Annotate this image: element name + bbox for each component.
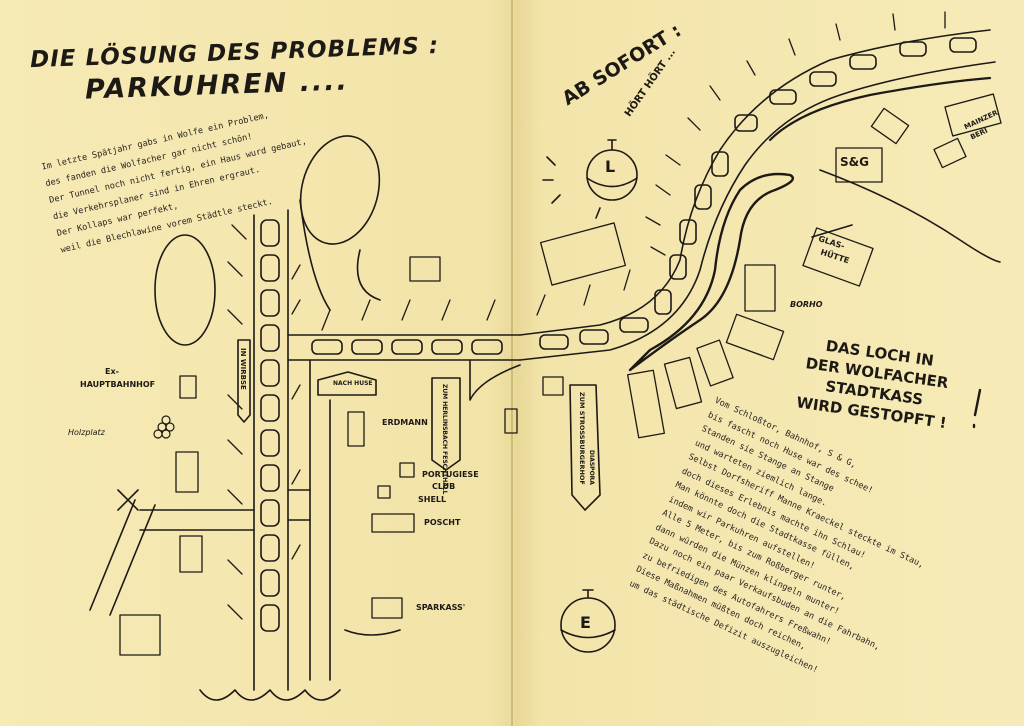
label-nach-huse: NACH HUSE xyxy=(333,380,373,387)
sign-nach-huse xyxy=(317,371,377,396)
tree-cluster-left xyxy=(154,234,216,346)
buildings xyxy=(119,93,1002,656)
bush-row xyxy=(344,629,401,636)
label-club: CLUB xyxy=(432,482,456,491)
label-portugiese: PORTUGIESE xyxy=(422,470,479,479)
forest-lines xyxy=(299,199,381,311)
sign-strossburgerhof xyxy=(569,384,601,511)
tree-cluster-top xyxy=(299,135,381,245)
railway-cross xyxy=(117,489,139,511)
label-holzplatz: Holzplatz xyxy=(68,428,105,437)
parking-meters xyxy=(227,11,946,620)
label-ex: Ex- xyxy=(105,367,119,376)
curve-street xyxy=(469,359,521,401)
bell-upper-letter: L xyxy=(605,157,615,176)
sign-herlinsbach xyxy=(431,377,461,471)
glas-hut-roof xyxy=(811,224,853,238)
label-hauptbahnhof: HAUPTBAHNHOF xyxy=(80,380,156,389)
bell-lower-letter: E xyxy=(580,613,591,632)
exclamation xyxy=(972,388,982,429)
left-street xyxy=(139,509,255,531)
street-bottom-loop xyxy=(199,689,341,701)
label-herlinsbach: ZUM HERLINSBACH FESCHTHALL xyxy=(441,384,448,495)
sign-in-wirbse xyxy=(237,339,251,423)
parked-cars-main xyxy=(260,219,280,632)
label-sg: S&G xyxy=(840,155,869,169)
railway-track xyxy=(89,499,156,616)
label-diaspora: DIASPORA xyxy=(588,450,595,485)
label-shell: SHELL xyxy=(418,495,447,504)
river xyxy=(628,172,795,372)
label-in-wirbse: IN WIRBSE xyxy=(239,348,247,390)
wood-pile xyxy=(153,415,175,439)
label-borho: BORHO xyxy=(790,300,823,309)
main-street xyxy=(253,209,289,691)
bell-lower xyxy=(560,589,616,653)
parked-cars-cross xyxy=(311,317,649,355)
road-to-glashuette xyxy=(819,169,1001,263)
winding-road-outer xyxy=(519,29,991,336)
bell-upper xyxy=(542,139,638,219)
side-street xyxy=(309,359,331,681)
label-strossburgerhof: ZUM STROSSBURGERHOF xyxy=(578,392,586,485)
parked-cars-winding xyxy=(654,37,977,315)
connector xyxy=(287,489,311,521)
winding-road-inner xyxy=(519,61,996,361)
label-poscht: POSCHT xyxy=(424,518,461,527)
cross-street xyxy=(287,334,521,361)
river-upper xyxy=(768,76,992,142)
label-sparkass: SPARKASS' xyxy=(416,603,466,612)
label-erdmann: ERDMANN xyxy=(382,418,428,427)
